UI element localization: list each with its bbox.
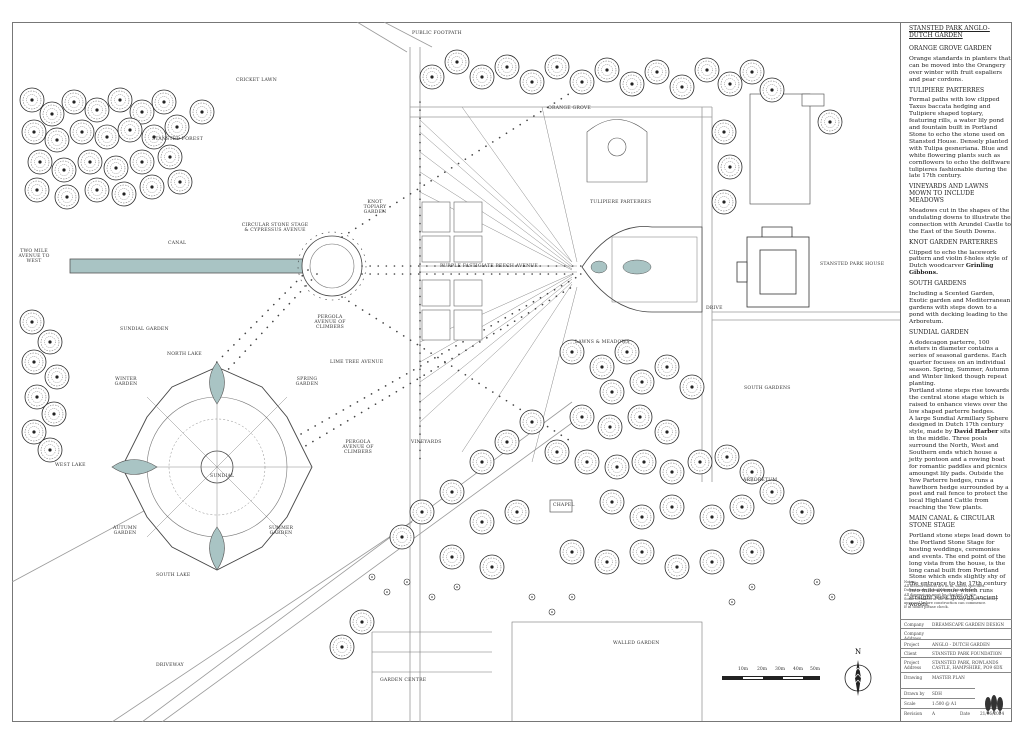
master-plan-drawing xyxy=(12,22,900,722)
label-north-lake: NORTH LAKE xyxy=(167,352,202,357)
tulipiere-parterre xyxy=(581,226,703,313)
label-two-mile-avenue: TWO MILE AVENUE TO WEST xyxy=(18,249,50,264)
stansted-park-house xyxy=(736,226,810,308)
house-outbuilding xyxy=(749,93,825,205)
label-vineyards: VINEYARDS xyxy=(411,440,442,445)
label-south-lake: SOUTH LAKE xyxy=(156,573,191,578)
label-summer-garden: SUMMER GARDEN xyxy=(268,526,294,536)
drawing-notes: Notes: All measurements are in m, unless… xyxy=(904,580,998,610)
label-pergola-bottom: PERGOLA AVENUE OF CLIMBERS xyxy=(342,440,374,455)
label-autumn-garden: AUTUMN GARDEN xyxy=(112,526,138,536)
circular-stone-stage xyxy=(297,231,367,301)
panel-title: STANSTED PARK ANGLO-DUTCH GARDEN xyxy=(909,25,990,39)
section-text: Orange standards in planters that can be… xyxy=(909,55,1011,83)
section-heading: TULIPIERE PARTERRES xyxy=(909,86,985,94)
label-canal: CANAL xyxy=(168,241,187,246)
scale-tick: 20m xyxy=(757,667,767,672)
sundial-garden-parterre xyxy=(111,361,313,571)
description-panel: STANSTED PARK ANGLO-DUTCH GARDEN ORANGE … xyxy=(900,22,1012,722)
label-lime-tree-avenue: LIME TREE AVENUE xyxy=(330,360,384,365)
section-heading: SOUTH GARDENS xyxy=(909,280,967,288)
label-arboretum: ARBORETUM xyxy=(743,478,778,483)
label-pergola-top: PERGOLA AVENUE OF CLIMBERS xyxy=(314,315,346,330)
section-heading: MAIN CANAL & CIRCULAR STONE STAGE xyxy=(909,515,995,530)
chapel xyxy=(549,499,573,513)
label-driveway: DRIVEWAY xyxy=(156,663,184,668)
section-text: Clipped to echo the lacework pattern and… xyxy=(909,249,1008,277)
scale-tick: 50m xyxy=(810,667,820,672)
label-drive: DRIVE xyxy=(706,306,723,311)
section-heading: KNOT GARDEN PARTERRES xyxy=(909,238,998,246)
svg-text:N: N xyxy=(855,648,861,656)
scale-tick: 10m xyxy=(738,667,748,672)
canal xyxy=(69,258,311,274)
section-text: A dodecagon parterre, 100 meters in diam… xyxy=(909,339,1011,512)
section-text: Including a Scented Garden, Exotic garde… xyxy=(909,291,1011,325)
company-logo-icon xyxy=(985,695,1003,714)
scale-tick: 30m xyxy=(775,667,785,672)
label-winter-garden: WINTER GARDEN xyxy=(114,377,138,387)
orange-grove-garden xyxy=(586,119,648,183)
label-chapel: CHAPEL xyxy=(553,503,575,508)
label-south-gardens: SOUTH GARDENS xyxy=(744,386,791,391)
label-public-footpath: PUBLIC FOOTPATH xyxy=(412,31,462,36)
label-tulipiere-parterres: TULIPIERE PARTERRES xyxy=(590,200,652,205)
label-west-lake: WEST LAKE xyxy=(55,463,86,468)
north-arrow-icon: N xyxy=(844,648,872,696)
label-circular-stage: CIRCULAR STONE STAGE & CYPRESSUS AVENUE xyxy=(241,223,309,233)
label-stansted-house: STANSTED PARK HOUSE xyxy=(820,262,885,267)
label-orange-grove: ORANGE GROVE xyxy=(548,106,591,111)
section-text: Formal paths with low clipped Taxus bacc… xyxy=(909,97,1011,180)
label-purple-fastigiate: PURPLE FASTIGIATE BEECH AVENUE xyxy=(440,264,538,269)
walled-garden xyxy=(371,621,703,722)
section-heading: SUNDIAL GARDEN xyxy=(909,328,969,336)
section-text: Meadows cut in the shapes of the undulat… xyxy=(909,208,1011,235)
scale-tick: 40m xyxy=(793,667,803,672)
label-lawns-meadows: LAWNS & MEADOWS xyxy=(575,340,630,345)
scale-bar xyxy=(722,676,820,680)
section-text: Portland stone steps lead down to the Po… xyxy=(909,533,1011,609)
label-cricket-lawn: CRICKET LAWN xyxy=(236,78,277,83)
section-heading: ORANGE GROVE GARDEN xyxy=(909,45,992,52)
label-walled-garden: WALLED GARDEN xyxy=(613,641,660,646)
label-sundial: SUNDIAL xyxy=(210,474,235,479)
section-heading: VINEYARDS AND LAWNS MOWN TO INCLUDE MEAD… xyxy=(909,183,989,205)
label-knot-topiary: KNOT TOPIARY GARDEN xyxy=(363,200,387,215)
label-garden-centre: GARDEN CENTRE xyxy=(380,678,427,683)
label-stansted-forest: STANSTED FOREST xyxy=(152,137,203,142)
knot-garden-parterres xyxy=(421,201,483,341)
label-spring-garden: SPRING GARDEN xyxy=(295,377,319,387)
small-trees xyxy=(368,573,836,616)
label-sundial-garden: SUNDIAL GARDEN xyxy=(120,327,169,332)
avenue-rays xyxy=(419,106,578,463)
